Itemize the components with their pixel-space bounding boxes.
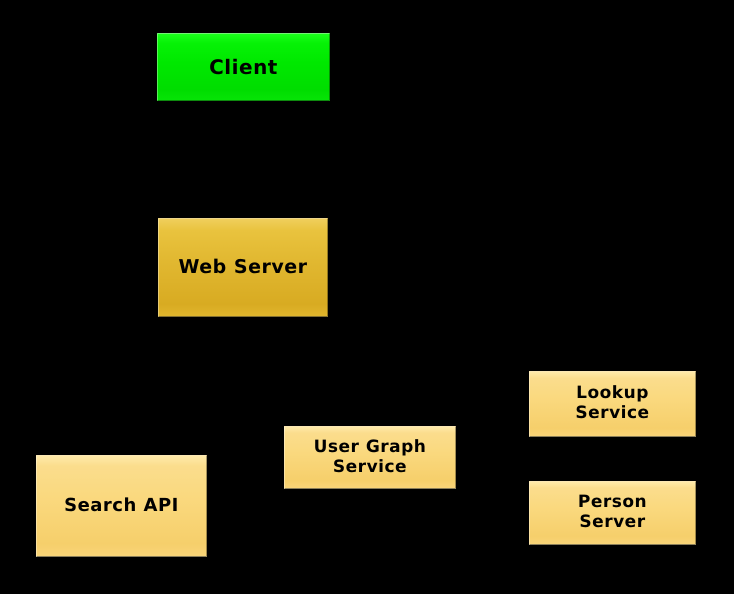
node-web-server-label: Web Server	[178, 255, 308, 278]
node-user-graph-service[interactable]: User Graph Service	[284, 426, 456, 489]
node-client[interactable]: Client	[157, 33, 330, 101]
node-user-graph-service-label: User Graph Service	[313, 436, 427, 477]
node-lookup-service-label: Lookup Service	[575, 383, 650, 423]
node-lookup-service[interactable]: Lookup Service	[529, 371, 696, 437]
node-web-server[interactable]: Web Server	[158, 218, 328, 317]
node-person-server-label: Person Server	[577, 492, 648, 532]
node-search-api[interactable]: Search API	[36, 455, 207, 557]
node-search-api-label: Search API	[64, 494, 179, 516]
node-person-server[interactable]: Person Server	[529, 481, 696, 545]
node-client-label: Client	[209, 54, 278, 79]
